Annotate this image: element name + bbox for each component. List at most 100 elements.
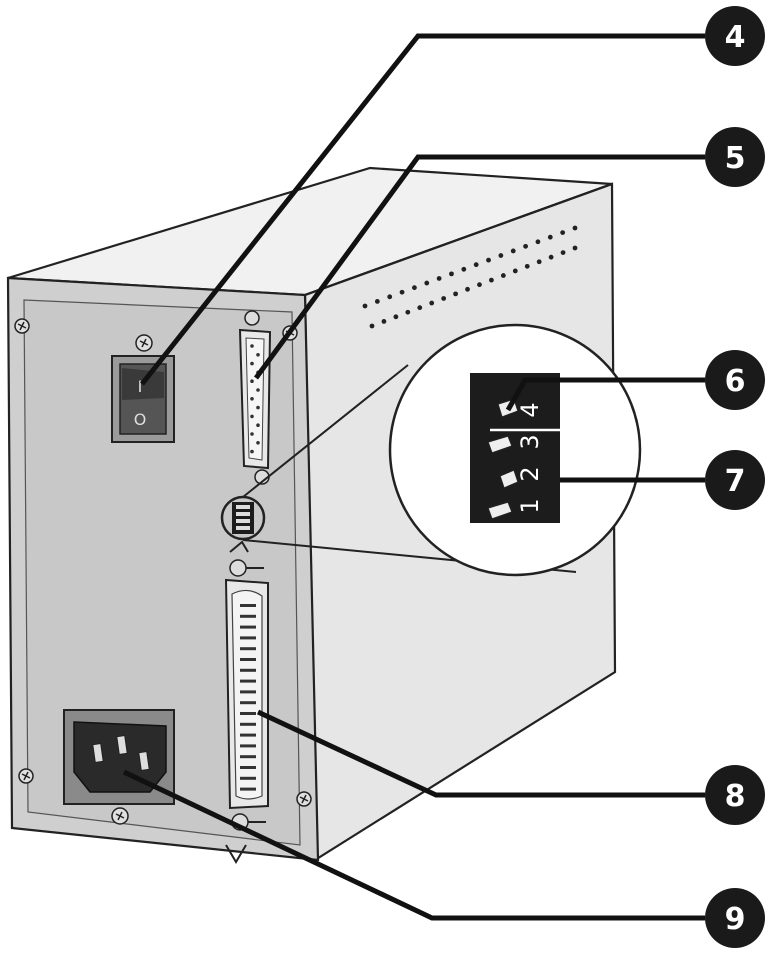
vent-hole <box>424 280 430 286</box>
callouts: 4 5 6 7 8 9 <box>705 6 765 948</box>
screw-bottom-right <box>296 791 312 807</box>
screw-top-left <box>14 318 30 334</box>
dip-switch-label-2: 2 <box>516 466 544 481</box>
vent-hole <box>524 263 530 269</box>
serial-port-connector[interactable] <box>238 310 272 485</box>
parallel-pin <box>240 668 256 672</box>
vent-hole <box>489 277 494 283</box>
vent-hole <box>381 319 387 324</box>
callout-number-7: 7 <box>725 464 746 499</box>
leader-8 <box>256 709 705 798</box>
vent-hole <box>441 296 447 301</box>
vent-hole <box>536 259 542 265</box>
parallel-pin <box>240 744 256 748</box>
serial-pin <box>256 423 260 428</box>
dip-lever-2 <box>499 469 519 489</box>
screw-bottom-left <box>18 768 34 784</box>
parallel-pin <box>240 625 256 629</box>
vent-hole <box>510 248 516 254</box>
serial-pin <box>250 379 254 384</box>
serial-pin <box>256 441 260 445</box>
vent-hole <box>500 273 506 278</box>
vent-hole <box>387 294 393 300</box>
vent-hole <box>405 309 411 315</box>
parallel-pin <box>240 604 256 607</box>
ventilation-holes <box>362 225 578 329</box>
serial-pin <box>256 388 260 392</box>
callout-6: 6 <box>705 350 765 410</box>
vent-hole <box>436 276 442 281</box>
serial-pin <box>250 414 254 419</box>
screw-bottom-center <box>111 807 129 825</box>
parallel-pin <box>240 658 256 661</box>
vent-hole <box>374 299 380 304</box>
vent-hole <box>548 254 554 260</box>
callout-number-8: 8 <box>725 779 746 814</box>
callout-number-9: 9 <box>725 902 746 937</box>
parallel-pin <box>240 787 256 791</box>
serial-pin <box>250 449 254 454</box>
vent-hole <box>465 286 470 292</box>
vent-hole <box>572 245 578 251</box>
serial-pin <box>250 432 254 436</box>
parallel-pin <box>240 690 256 694</box>
parallel-port-connector[interactable] <box>224 559 269 864</box>
vent-hole <box>429 300 435 306</box>
vent-hole <box>453 291 458 297</box>
serial-pin <box>250 397 254 401</box>
parallel-pin <box>240 647 256 651</box>
leader-5 <box>253 154 705 380</box>
vent-hole <box>512 268 518 274</box>
vent-hole <box>547 234 553 240</box>
power-off-mark: O <box>134 410 147 429</box>
magnifier-line-top <box>242 364 409 498</box>
dip-switch-label-3: 3 <box>516 434 544 449</box>
vent-hole <box>523 243 528 249</box>
vent-hole <box>486 257 491 263</box>
dip-switch-magnified: 4 3 2 1 <box>388 323 642 577</box>
vent-hole <box>417 305 423 311</box>
vent-hole <box>498 253 504 258</box>
screw-switch <box>135 334 153 352</box>
vent-hole <box>369 323 375 329</box>
vent-hole <box>560 250 566 255</box>
vent-hole <box>535 239 541 245</box>
serial-pin <box>256 353 260 357</box>
leader-6 <box>505 377 705 412</box>
dip-lever-1 <box>487 501 513 520</box>
dip-switch-label-4: 4 <box>516 402 544 417</box>
parallel-pin <box>240 614 256 618</box>
power-on-mark: I <box>138 377 143 396</box>
callout-number-5: 5 <box>725 141 746 176</box>
serial-pin <box>250 361 254 366</box>
vent-hole <box>393 314 399 320</box>
parallel-pin <box>240 712 256 715</box>
callout-7: 7 <box>705 450 765 510</box>
parallel-pins <box>240 604 256 791</box>
dip-switch-small[interactable] <box>220 495 266 541</box>
callout-number-4: 4 <box>725 20 746 55</box>
vent-hole <box>461 266 467 272</box>
callout-9: 9 <box>705 888 765 948</box>
parallel-pin <box>240 679 256 683</box>
vent-hole <box>473 262 479 268</box>
leader-9 <box>122 769 705 921</box>
vent-hole <box>399 289 405 295</box>
callout-8: 8 <box>705 765 765 825</box>
callout-5: 5 <box>705 127 765 187</box>
parallel-pin <box>240 722 256 726</box>
vent-hole <box>362 303 368 309</box>
vent-hole <box>477 282 482 288</box>
parallel-pin <box>240 776 256 780</box>
vent-hole <box>572 225 578 231</box>
leader-lines <box>122 33 705 921</box>
serial-pin <box>250 344 254 348</box>
power-switch[interactable]: I O <box>111 355 175 443</box>
parallel-pin <box>240 733 256 737</box>
serial-pin <box>256 405 260 410</box>
callout-number-6: 6 <box>725 364 746 399</box>
parallel-pin <box>240 766 256 769</box>
callout-4: 4 <box>705 6 765 66</box>
vent-hole <box>560 230 566 235</box>
